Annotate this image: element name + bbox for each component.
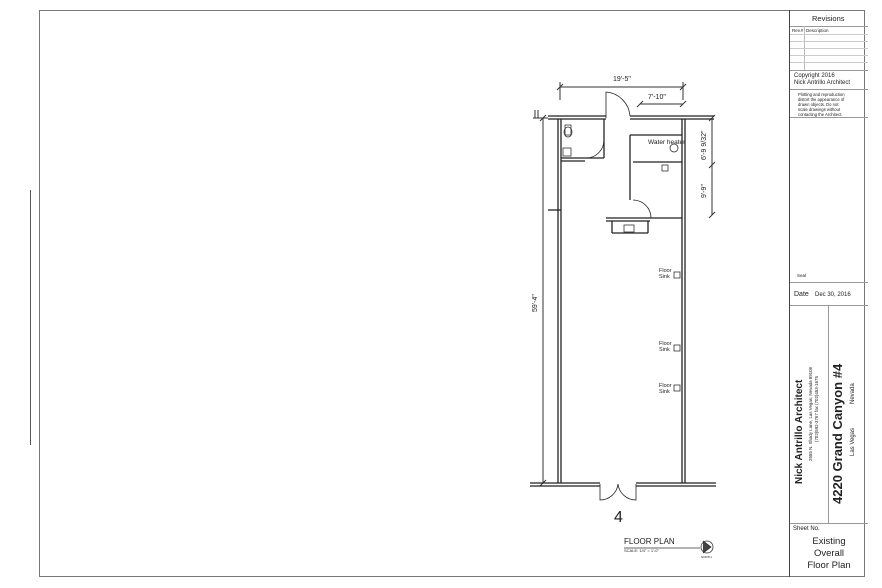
dim-room-depth: 6'-9 9/32" (701, 130, 708, 160)
firm-name: Nick Antrillo Architect (794, 379, 805, 484)
sheet-no-label: Sheet No. (793, 526, 820, 532)
title-block-divider (828, 305, 829, 523)
title-block: Revisions Rev.# Description Copyright 20… (789, 10, 868, 577)
drawing-sheet (39, 10, 865, 577)
unit-number: 4 (614, 509, 623, 526)
copyright-year: Copyright 2016 (794, 73, 835, 79)
plan-scale: SCALE: 1/4" = 1'-0" (624, 548, 659, 553)
project-name: 4220 Grand Canyon #4 (830, 363, 845, 504)
copyright-holder: Nick Antrillo Architect (794, 80, 851, 86)
project-city: Las Vegas (850, 427, 856, 456)
description-column-header: Description (806, 28, 829, 33)
left-margin-note (30, 190, 31, 445)
dim-overall-width: 19'-5" (613, 76, 631, 83)
project-state: Nevada (850, 383, 856, 404)
revisions-title: Revisions (812, 14, 845, 23)
date-value: Dec 30, 2016 (815, 292, 851, 298)
water-heater-label: Water heater (648, 139, 686, 146)
rev-column-header: Rev.# (792, 28, 804, 33)
firm-phone: (702)592-3767 fax (702)453-1675 (814, 376, 819, 442)
seal-label: Seal (797, 273, 807, 278)
north-arrow-label: NORTH (701, 555, 712, 559)
dim-room-width: 7'-10" (648, 94, 666, 101)
disclaimer: Plotting and reproduction distort the ap… (798, 92, 845, 117)
dim-corridor: 9'-9" (701, 184, 708, 198)
dim-overall-length: 59'-4" (532, 294, 539, 312)
sheet-title: Existing Overall Floor Plan (807, 536, 851, 571)
date-label: Date (794, 291, 809, 298)
plan-title: FLOOR PLAN (624, 537, 675, 546)
firm-address: 2555 N. Shady Lane, Las Vegas, Nevada 89… (808, 367, 813, 461)
